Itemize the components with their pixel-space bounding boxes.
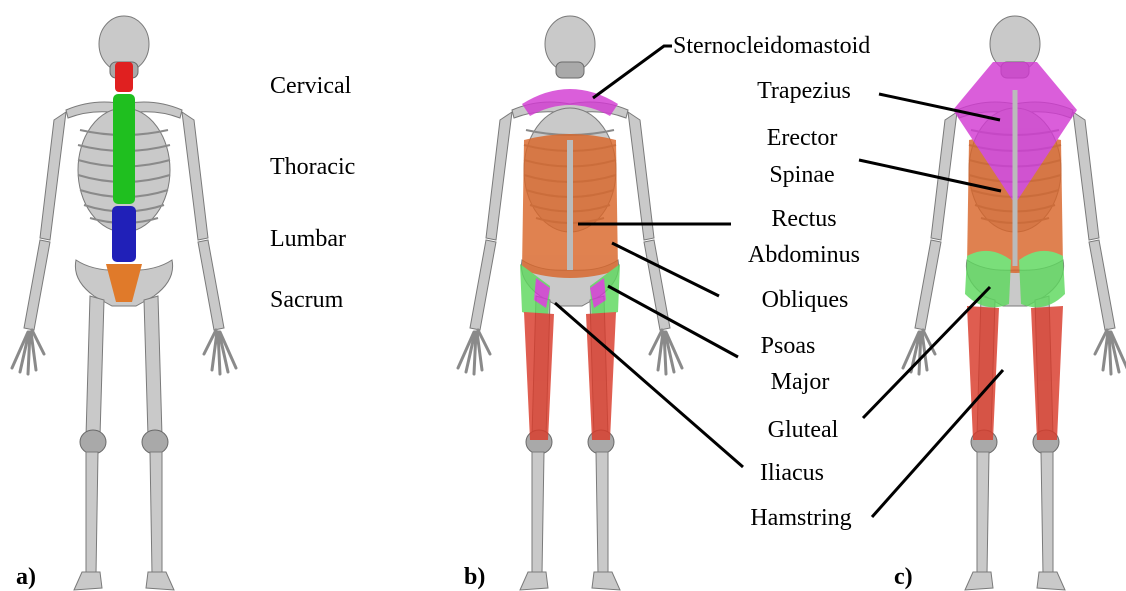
skeleton-spine-panel [12, 16, 236, 590]
spine-label-cervical: Cervical [270, 73, 352, 99]
label-erector-line2: Spinae [769, 162, 834, 188]
panel-label-a: a) [16, 564, 36, 590]
label-iliacus: Iliacus [760, 460, 824, 486]
label-rectus-line1: Rectus [771, 206, 836, 232]
panel-label-c: c) [894, 564, 913, 590]
label-erector-line1: Erector [767, 125, 838, 151]
anterior-muscle-panel [458, 16, 682, 590]
lumbar-vertebrae [112, 206, 136, 262]
label-obliques: Obliques [762, 287, 849, 313]
thoracic-vertebrae [113, 94, 135, 204]
posterior-muscle-panel [903, 16, 1126, 590]
spine-label-lumbar: Lumbar [270, 226, 346, 252]
thigh-muscles [524, 312, 616, 440]
label-psoas-line2: Major [771, 369, 830, 395]
label-gluteal: Gluteal [768, 417, 839, 443]
label-psoas-line1: Psoas [761, 333, 816, 359]
panel-label-b: b) [464, 564, 485, 590]
label-rectus-line2: Abdominus [748, 242, 860, 268]
spine-label-thoracic: Thoracic [270, 154, 355, 180]
spine-region-labels: Cervical Thoracic Lumbar Sacrum [270, 73, 355, 313]
hamstring-muscles [967, 306, 1063, 440]
spine-label-sacrum: Sacrum [270, 287, 344, 313]
label-hamstring: Hamstring [750, 505, 851, 531]
cervical-vertebrae [115, 62, 133, 92]
label-trapezius: Trapezius [757, 78, 851, 104]
label-sternocleidomastoid: Sternocleidomastoid [673, 33, 870, 59]
